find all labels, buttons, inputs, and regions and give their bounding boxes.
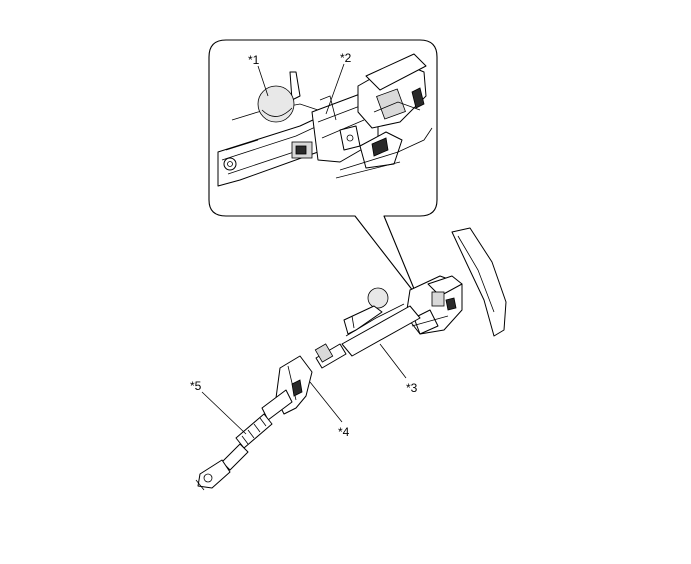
intermediate-shaft [261, 343, 347, 421]
lower-shaft [221, 413, 273, 471]
column-tube [341, 303, 421, 357]
callout-3: *3 [406, 381, 418, 395]
callout-4: *4 [338, 425, 350, 439]
steering-column-assembly: *3 *4 *5 [190, 227, 507, 491]
callout-1: *1 [248, 53, 260, 67]
inset-part-1-ball [257, 85, 295, 123]
column-ball [367, 287, 389, 309]
inset-lock-housing [335, 53, 433, 179]
detail-inset: *1 *2 [208, 39, 438, 297]
lower-universal-joint [195, 459, 231, 491]
inset-frame [208, 39, 438, 297]
callout-2: *2 [340, 51, 352, 65]
steering-wheel [451, 227, 507, 337]
inset-bracket [217, 71, 337, 187]
callout-5: *5 [190, 379, 202, 393]
upper-column-housing [405, 275, 463, 335]
